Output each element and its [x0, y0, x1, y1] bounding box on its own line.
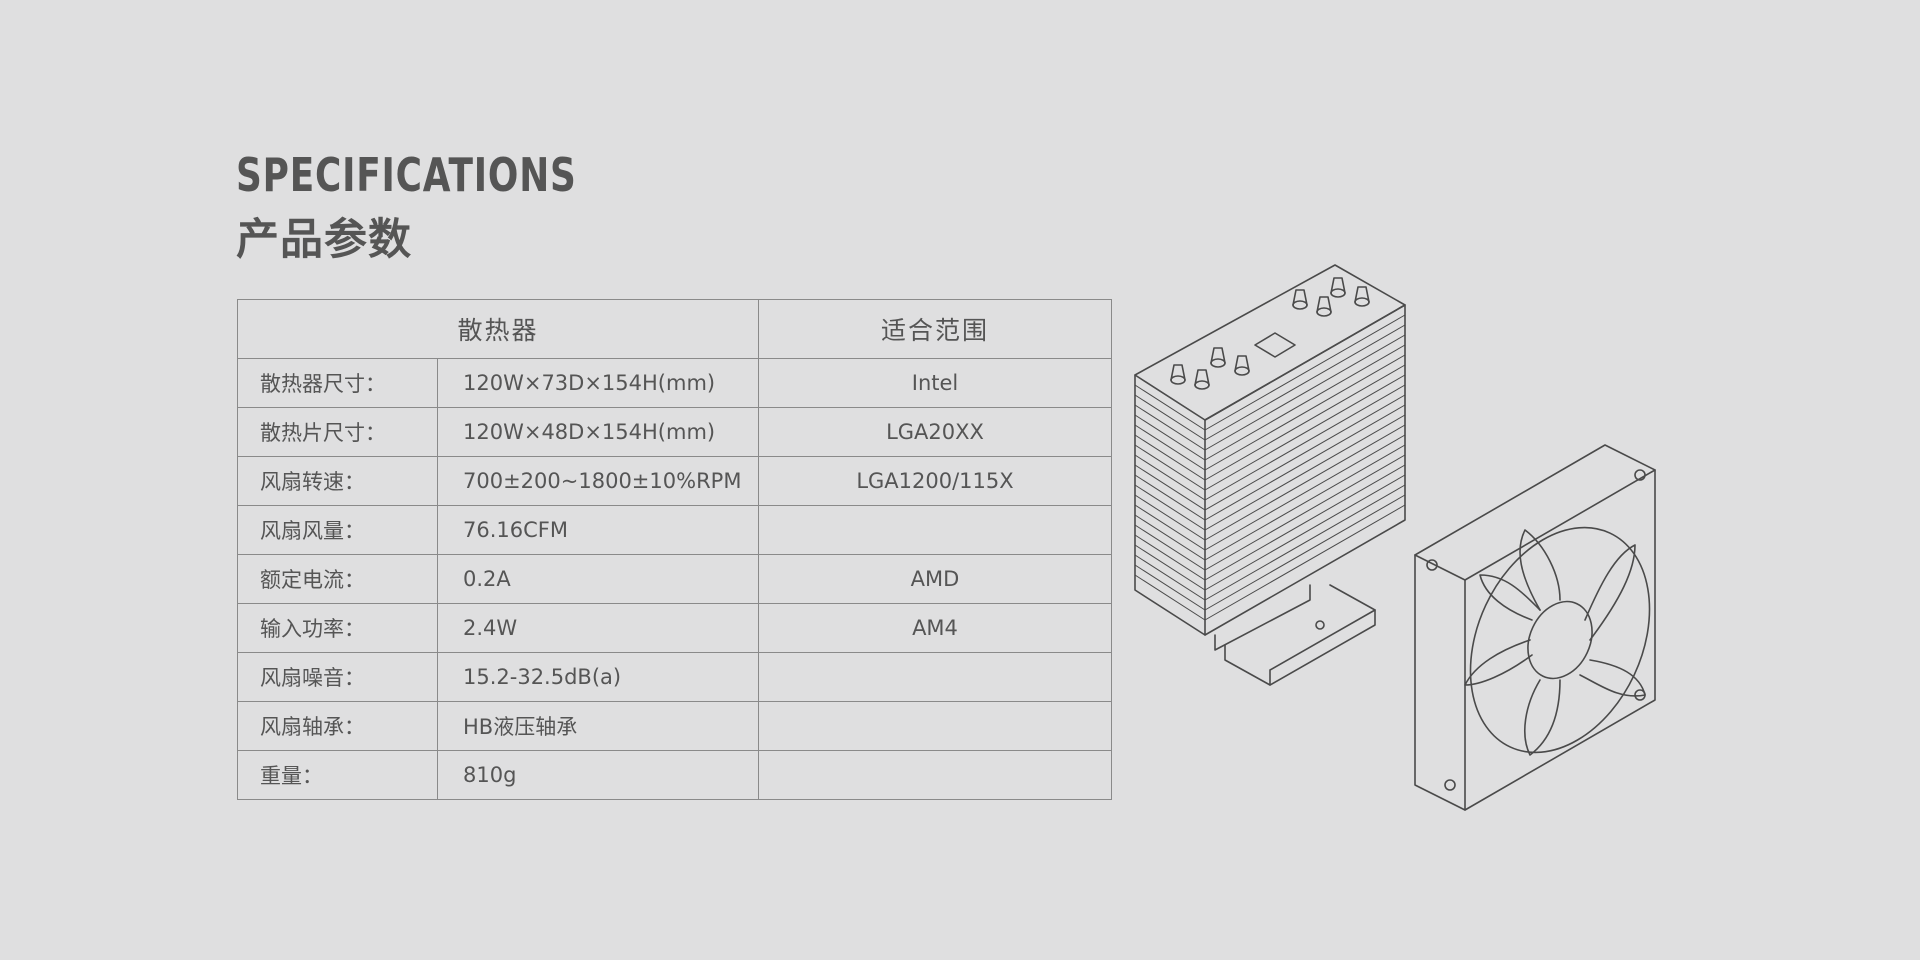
table-row: 散热器尺寸： 120W×73D×154H(mm) Intel: [237, 358, 1112, 408]
mount-hole-icon: [1444, 779, 1456, 791]
table-row: 额定电流： 0.2A AMD: [237, 554, 1112, 604]
base-edge: [1269, 609, 1376, 686]
spec-name: 散热片尺寸：: [237, 407, 438, 457]
spec-value: 120W×48D×154H(mm): [437, 407, 759, 457]
fan-blades: [1464, 529, 1646, 756]
compat-value: Intel: [758, 358, 1112, 408]
fins-right: [1204, 314, 1406, 621]
compat-value: [758, 652, 1112, 702]
fan-frame: [1414, 444, 1656, 811]
title-en: SPECIFICATIONS: [236, 148, 577, 202]
spec-name: 风扇噪音：: [237, 652, 438, 702]
spec-value: 2.4W: [437, 603, 759, 653]
fan-hub: [1527, 600, 1593, 680]
table-row: 风扇噪音： 15.2-32.5dB(a): [237, 652, 1112, 702]
product-illustration: [1134, 264, 1656, 811]
spec-name: 输入功率：: [237, 603, 438, 653]
fan-opening: [1469, 526, 1651, 754]
spec-name: 风扇风量：: [237, 505, 438, 555]
compat-value: [758, 505, 1112, 555]
compat-value: LGA1200/115X: [758, 456, 1112, 506]
compat-value: AM4: [758, 603, 1112, 653]
spec-table: 散热器 适合范围 散热器尺寸： 120W×73D×154H(mm) Intel …: [237, 299, 1112, 800]
heatsink-right-face: [1204, 304, 1406, 636]
mount-bracket: [1214, 584, 1311, 651]
fan-frame-top: [1414, 469, 1656, 581]
spec-name: 散热器尺寸：: [237, 358, 438, 408]
spec-name: 风扇转速：: [237, 456, 438, 506]
spec-value: HB液压轴承: [437, 701, 759, 751]
heatpipe-tips: [1170, 277, 1370, 390]
title-cn: 产品参数: [236, 215, 412, 265]
spec-name: 额定电流：: [237, 554, 438, 604]
screw-icon: [1315, 620, 1325, 630]
table-row: 重量： 810g: [237, 750, 1112, 800]
spec-value: 15.2-32.5dB(a): [437, 652, 759, 702]
mount-hole-icon: [1426, 559, 1438, 571]
compat-value: AMD: [758, 554, 1112, 604]
header-heatsink: 散热器: [237, 299, 759, 359]
compat-value: [758, 750, 1112, 800]
table-row: 风扇转速： 700±200~1800±10%RPM LGA1200/115X: [237, 456, 1112, 506]
heatsink-left-face: [1134, 374, 1206, 636]
mount-hole-icon: [1634, 689, 1646, 701]
base-plate: [1224, 584, 1376, 686]
table-row: 散热片尺寸： 120W×48D×154H(mm) LGA20XX: [237, 407, 1112, 457]
fins-left: [1134, 384, 1206, 621]
spec-value: 120W×73D×154H(mm): [437, 358, 759, 408]
table-row: 输入功率： 2.4W AM4: [237, 603, 1112, 653]
fan-drawing: [1414, 444, 1656, 811]
spec-value: 0.2A: [437, 554, 759, 604]
spec-name: 风扇轴承：: [237, 701, 438, 751]
spec-value: 810g: [437, 750, 759, 800]
table-header-row: 散热器 适合范围: [237, 299, 1112, 359]
spec-name: 重量：: [237, 750, 438, 800]
header-compatibility: 适合范围: [758, 299, 1112, 359]
table-row: 风扇风量： 76.16CFM: [237, 505, 1112, 555]
spec-value: 76.16CFM: [437, 505, 759, 555]
compat-value: [758, 701, 1112, 751]
table-row: 风扇轴承： HB液压轴承: [237, 701, 1112, 751]
mount-hole-icon: [1634, 469, 1646, 481]
heatsink-top-plate: [1134, 264, 1406, 421]
spec-value: 700±200~1800±10%RPM: [437, 456, 759, 506]
compat-value: LGA20XX: [758, 407, 1112, 457]
logo-badge: [1254, 332, 1296, 358]
heatsink-drawing: [1134, 264, 1406, 686]
